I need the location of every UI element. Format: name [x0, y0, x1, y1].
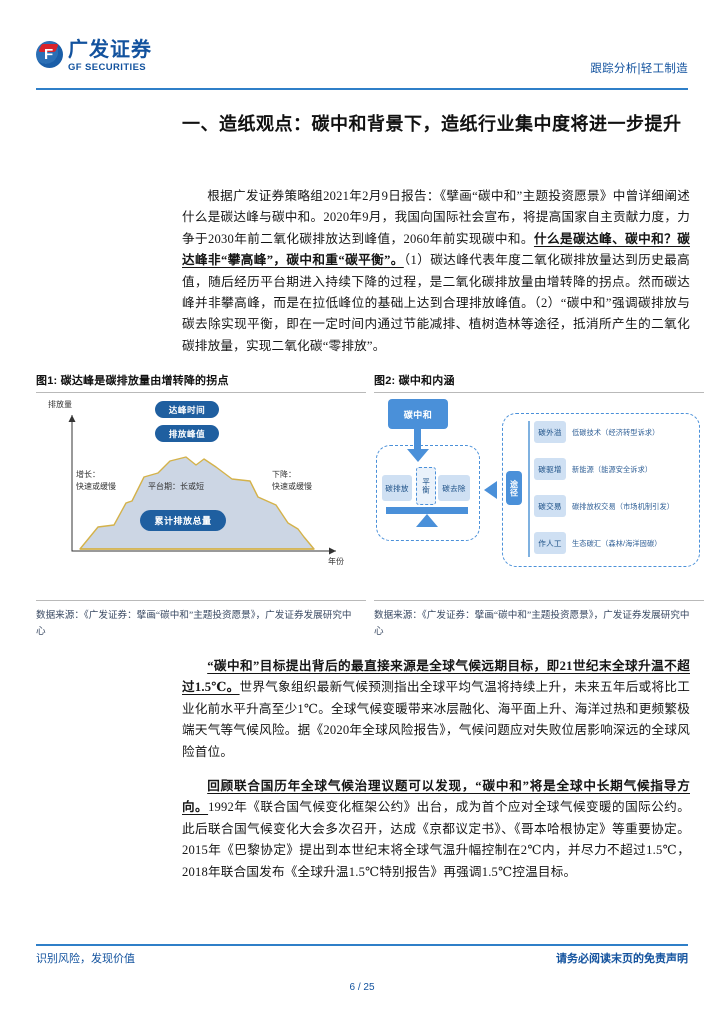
- emission-curve-svg: [68, 415, 336, 555]
- arrow-down-head: [407, 449, 429, 462]
- balance-fulcrum: [416, 514, 438, 527]
- pathway-tag-1: 碳驱增: [534, 458, 566, 480]
- annotation-plateau: 平台期：长或短: [148, 482, 204, 491]
- paragraph1-text-c: （1）碳达峰代表年度二氧化碳排放量达到历史最高值，随后经历平台期进入持续下降的过…: [182, 253, 690, 353]
- figure-2-source: 数据来源：《广发证券：擘画“碳中和”主题投资愿景》，广发证券发展研究中心: [374, 610, 690, 637]
- paragraph2-emphasis: “碳中和”目标提出背后的最直接来源是全球气候远期目标，即21世纪末全球升温不超过…: [182, 659, 690, 695]
- paragraph3-emphasis: 回顾联合国历年全球气候治理议题可以发现，“碳中和”将是全球中长期气候指导方向。: [182, 779, 690, 815]
- pathways-spine: [528, 421, 530, 557]
- box-carbon-emission: 碳排放: [382, 475, 412, 501]
- arrow-down-stem: [414, 429, 421, 451]
- footer-disclaimer: 请务必阅读末页的免责声明: [556, 953, 688, 965]
- figure-1-caption: 图1: 碳达峰是碳排放量由增转降的拐点: [36, 372, 366, 392]
- pathway-tag-3: 作人工: [534, 532, 566, 554]
- carbon-neutrality-diagram: 碳中和 碳排放 平衡 碳去除 途径: [374, 393, 704, 615]
- logo-chinese-name: 广发证券: [68, 39, 152, 61]
- logo-text: 广发证券 GF SECURITIES: [68, 40, 152, 73]
- figure-2-divider: [374, 392, 704, 393]
- figure-2: 图2: 碳中和内涵 碳中和 碳排放 平衡 碳去除: [374, 372, 704, 615]
- arrow-left-icon: [484, 481, 497, 499]
- box-carbon-removal: 碳去除: [438, 475, 470, 501]
- page-header: 广发证券 GF SECURITIES 跟踪分析|轻工制造: [0, 34, 724, 94]
- pathway-text-2: 碳排放权交易（市场机制引发）: [572, 502, 675, 511]
- figure-1-x-axis-label: 年份: [328, 557, 344, 566]
- figure-2-bottom-divider: [374, 600, 704, 601]
- paragraph-climate-target: “碳中和”目标提出背后的最直接来源是全球气候远期目标，即21世纪末全球升温不超过…: [182, 656, 690, 763]
- header-category-label: 跟踪分析|轻工制造: [590, 63, 688, 75]
- pathway-text-0: 低碳技术（经济转型诉求）: [572, 428, 660, 437]
- figure-1-source: 数据来源：《广发证券：擘画“碳中和”主题投资愿景》，广发证券发展研究中心: [36, 610, 352, 637]
- figure-1-number: 图1:: [36, 375, 58, 387]
- box-balance: 平衡: [416, 467, 436, 505]
- paragraph-un-governance: 回顾联合国历年全球气候治理议题可以发现，“碳中和”将是全球中长期气候指导方向。1…: [182, 776, 690, 883]
- header-divider: [36, 88, 688, 90]
- pathway-text-3: 生态碳汇（森林/海洋固碳）: [572, 539, 662, 548]
- annotation-growth: 增长： 快速或缓慢: [76, 470, 116, 491]
- figure-1: 图1: 碳达峰是碳排放量由增转降的拐点 排放量 年份 达峰时间 排放峰值: [36, 372, 366, 615]
- footer-slogan: 识别风险，发现价值: [36, 953, 135, 965]
- figure-1-body: 排放量 年份 达峰时间 排放峰值 累计排放总量 增长： 快速或缓慢 平台期：长或…: [36, 393, 366, 615]
- balance-beam: [386, 507, 468, 514]
- figure-2-number: 图2:: [374, 375, 396, 387]
- logo-english-name: GF SECURITIES: [68, 62, 147, 73]
- pathways-container: [502, 413, 700, 567]
- balance-container: [376, 445, 480, 541]
- annotation-decline: 下降： 快速或缓慢: [272, 470, 312, 491]
- page-title: 一、造纸观点：碳中和背景下，造纸行业集中度将进一步提升: [182, 114, 682, 134]
- box-carbon-neutrality: 碳中和: [388, 399, 448, 429]
- paragraph1-text-a: 根据广发证券策略组2021年2月9日报告：《擘画“碳中和”主题投资愿景》中曾详细…: [182, 189, 690, 246]
- pathway-tag-2: 碳交易: [534, 495, 566, 517]
- paragraph-carbon-peak: 根据广发证券策略组2021年2月9日报告：《擘画“碳中和”主题投资愿景》中曾详细…: [182, 186, 690, 357]
- figure-1-bottom-divider: [36, 600, 366, 601]
- paragraph3-text: 1992年《联合国气候变化框架公约》出台，成为首个应对全球气候变暖的国际公约。此…: [182, 800, 690, 879]
- figure-2-title: 碳中和内涵: [398, 375, 455, 387]
- paragraph2-text: 世界气象组织最新气候预测指出全球平均气温将持续上升，未来五年后或将比工业化前水平…: [182, 680, 690, 759]
- page-number: 6 / 25: [349, 982, 375, 993]
- label-peak-time: 达峰时间: [155, 401, 219, 418]
- pathway-text-1: 新能源（能源安全诉求）: [572, 465, 653, 474]
- figure-1-divider: [36, 392, 366, 393]
- paragraph1-emphasis: 什么是碳达峰、碳中和？碳达峰非“攀高峰”，碳中和重“碳平衡”。: [182, 231, 690, 268]
- footer-divider: [36, 944, 688, 946]
- figure-2-caption: 图2: 碳中和内涵: [374, 372, 704, 392]
- pathway-tag-0: 碳外溢: [534, 421, 566, 443]
- figure-2-body: 碳中和 碳排放 平衡 碳去除 途径: [374, 393, 704, 615]
- gf-logo-icon: [36, 41, 63, 68]
- emission-curve-chart: 排放量 年份 达峰时间 排放峰值 累计排放总量 增长： 快速或缓慢 平台期：长或…: [36, 393, 366, 615]
- figure-1-y-axis-label: 排放量: [48, 400, 72, 409]
- box-pathway: 途径: [506, 471, 522, 505]
- figure-1-title: 碳达峰是碳排放量由增转降的拐点: [60, 375, 229, 387]
- label-cumulative-emissions: 累计排放总量: [140, 510, 226, 531]
- label-peak-value: 排放峰值: [155, 425, 219, 442]
- gf-securities-logo: 广发证券 GF SECURITIES: [36, 40, 152, 73]
